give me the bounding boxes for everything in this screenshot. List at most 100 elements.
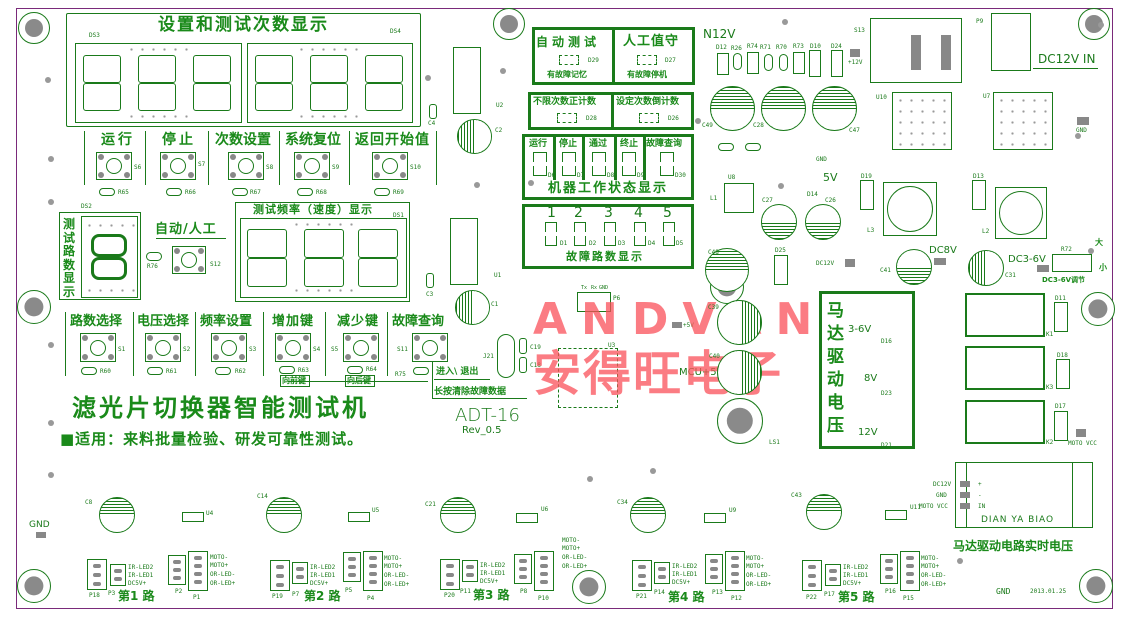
ref-p6: P6 — [613, 295, 621, 302]
ch2-moto-minus: MOTO- — [384, 555, 403, 562]
capacitor-c49 — [710, 86, 755, 131]
ref-l1: L1 — [710, 195, 718, 202]
ref-d12: D12 — [716, 44, 727, 51]
tact-switch-decrease[interactable] — [343, 333, 379, 362]
ref-p1: P1 — [193, 594, 201, 601]
ref-r74: R74 — [747, 43, 758, 50]
btn-label-freq-set: 频率设置 — [200, 314, 253, 329]
ref-d28: D28 — [586, 115, 597, 122]
ch3-moto-minus: MOTO- — [562, 537, 581, 544]
tact-switch-increase[interactable] — [275, 333, 311, 362]
digit — [193, 55, 231, 111]
ch5-ir-led2: IR-LED2 — [843, 564, 869, 571]
tact-switch-count-set[interactable] — [228, 152, 264, 180]
ref-r71: R71 — [760, 44, 771, 51]
ch4-ir-led1: IR-LED1 — [672, 571, 698, 578]
via — [48, 156, 54, 162]
ch2-or-led-minus: OR-LED- — [384, 572, 410, 579]
ref-d9: D9 — [637, 172, 645, 179]
ch1-ir-led2: IR-LED2 — [128, 564, 154, 571]
ref-r75: R75 — [395, 371, 406, 378]
diode — [831, 50, 843, 77]
ch3-dc5v: DC5V+ — [480, 578, 499, 585]
enter-exit-note: 进入\ 退出 — [436, 367, 479, 377]
gnd-label-right: GND — [1076, 127, 1087, 134]
ref-c21: C21 — [425, 501, 436, 508]
tact-switch-auto-manual[interactable] — [172, 246, 206, 274]
ref-c3: C3 — [426, 291, 434, 298]
capacitor-c40 — [717, 350, 762, 395]
ref-k2: K2 — [1046, 439, 1054, 446]
capacitor-c34 — [630, 497, 666, 533]
switch-s13[interactable] — [870, 18, 962, 83]
status-pass: 通过 — [589, 139, 608, 149]
ref-r26: R26 — [731, 45, 742, 52]
voltmeter-side-dc12v: DC12V — [933, 481, 952, 488]
capacitor-c32 — [718, 143, 734, 151]
plus5v-pad — [672, 322, 682, 328]
ref-p9: P9 — [976, 18, 984, 25]
voltage-8v: 8V — [864, 373, 878, 384]
ref-d4: D4 — [648, 240, 656, 247]
connector-p11 — [462, 560, 478, 582]
ic-u4 — [182, 512, 204, 522]
ic-u11 — [885, 510, 907, 520]
ref-d29: D29 — [588, 57, 599, 64]
tact-switch-channel-select[interactable] — [80, 333, 116, 362]
connector-p15 — [900, 551, 920, 591]
divider — [279, 131, 280, 185]
connector-p10 — [534, 551, 554, 591]
note-bracket — [432, 362, 433, 398]
tact-switch-freq-set[interactable] — [211, 333, 247, 362]
ch1-dc5v: DC5V+ — [128, 580, 147, 587]
ref-s3: S3 — [249, 346, 257, 353]
switch-pad — [911, 35, 921, 70]
ref-d7: D7 — [577, 172, 585, 179]
ch2-ir-led2: IR-LED2 — [310, 564, 336, 571]
potentiometer-r72[interactable] — [1052, 254, 1092, 272]
module-pins — [895, 95, 951, 149]
freq-display-title: 测试频率（速度）显示 — [253, 203, 373, 216]
freq-display-frame — [235, 202, 410, 302]
fault-num-4: 4 — [634, 205, 643, 221]
ref-c34: C34 — [617, 499, 628, 506]
ref-d5: D5 — [676, 240, 684, 247]
motor-voltage-title: 马达驱动电压 — [827, 301, 844, 436]
dc8v-label: DC8V — [929, 245, 957, 256]
ref-p20: P20 — [444, 592, 455, 599]
tact-switch-fault-query[interactable] — [412, 333, 448, 362]
inductor-l3 — [883, 182, 937, 236]
voltmeter-label: DIAN YA BIAO — [981, 515, 1055, 525]
connector-p3 — [110, 564, 126, 586]
ref-p22: P22 — [806, 594, 817, 601]
dc12v-underline — [1033, 68, 1098, 69]
ref-j21: J21 — [483, 353, 494, 360]
fault-panel-frame — [522, 204, 694, 269]
voltmeter-pad — [960, 503, 970, 509]
connector-p1 — [188, 551, 208, 591]
pin-row — [291, 285, 357, 296]
mounting-hole — [1079, 569, 1113, 603]
ref-p5: P5 — [345, 587, 353, 594]
ref-c48: C48 — [708, 249, 719, 256]
tact-switch-voltage-select[interactable] — [145, 333, 181, 362]
pin-row — [84, 285, 139, 296]
mounting-hole — [18, 12, 50, 44]
tact-switch-stop[interactable] — [160, 152, 196, 180]
tact-switch-run[interactable] — [96, 152, 132, 180]
ref-p10: P10 — [538, 595, 549, 602]
tact-switch-return[interactable] — [372, 152, 408, 180]
led-d6-bottom — [533, 166, 547, 176]
ref-s10: S10 — [410, 164, 421, 171]
pin-row — [296, 111, 362, 122]
via — [587, 476, 593, 482]
btn-label-return: 返回开始值 — [355, 132, 430, 148]
board-subtitle: ■适用：来料批量检验、研发可靠性测试。 — [60, 430, 364, 448]
dc12v-label: DC12V — [816, 260, 835, 267]
connector-p12 — [725, 551, 745, 591]
plus5v-label: +5V — [683, 322, 694, 329]
tact-switch-reset[interactable] — [294, 152, 330, 180]
ref-d24: D24 — [831, 43, 842, 50]
dc12v-in-label: DC12V IN — [1038, 52, 1096, 66]
ref-r60: R60 — [100, 368, 111, 375]
